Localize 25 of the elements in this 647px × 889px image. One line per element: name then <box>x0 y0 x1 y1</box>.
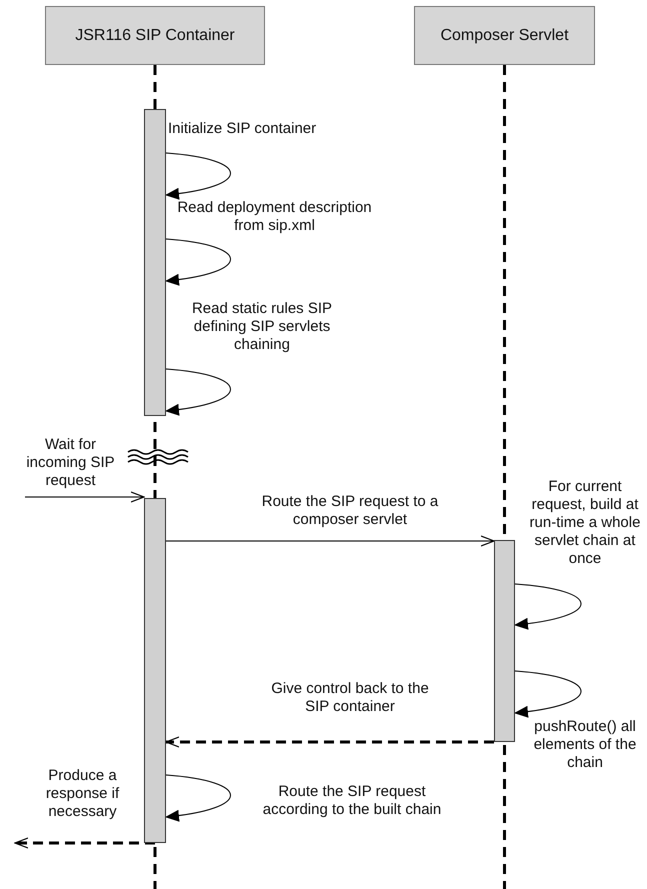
message-arrow <box>166 535 495 547</box>
message-arrow <box>24 491 145 503</box>
self-call-arrow <box>165 238 231 286</box>
self-call-arrow <box>165 368 231 416</box>
message-label: Route the SIP request to a composer servlet <box>260 493 440 529</box>
self-call-arrow <box>514 584 582 630</box>
lifeline-header: Composer Servlet <box>414 6 595 65</box>
activation-bar <box>144 498 166 843</box>
self-call-arrow <box>165 152 231 200</box>
return-arrow <box>165 736 494 748</box>
activation-bar <box>144 109 166 416</box>
message-label: Initialize SIP container <box>168 120 318 138</box>
message-label: Read deployment description from sip.xml <box>176 199 373 235</box>
message-label: Wait for incoming SIP request <box>25 436 116 490</box>
lifeline-header: JSR116 SIP Container <box>45 6 265 65</box>
self-call-arrow <box>165 774 231 822</box>
self-call-arrow <box>514 670 582 718</box>
message-label: For current request, build at run-time a whole servlet chain at once <box>528 478 642 568</box>
message-label: pushRoute() all elements of the chain <box>532 718 638 772</box>
message-label: Give control back to the SIP container <box>270 680 430 716</box>
message-label: Read static rules SIP defining SIP servlets chaining <box>190 300 334 354</box>
activation-bar <box>494 540 515 742</box>
message-label: Route the SIP request according to the built chain <box>262 783 442 819</box>
return-arrow <box>14 837 155 849</box>
message-label: Produce a response if necessary <box>44 767 120 821</box>
